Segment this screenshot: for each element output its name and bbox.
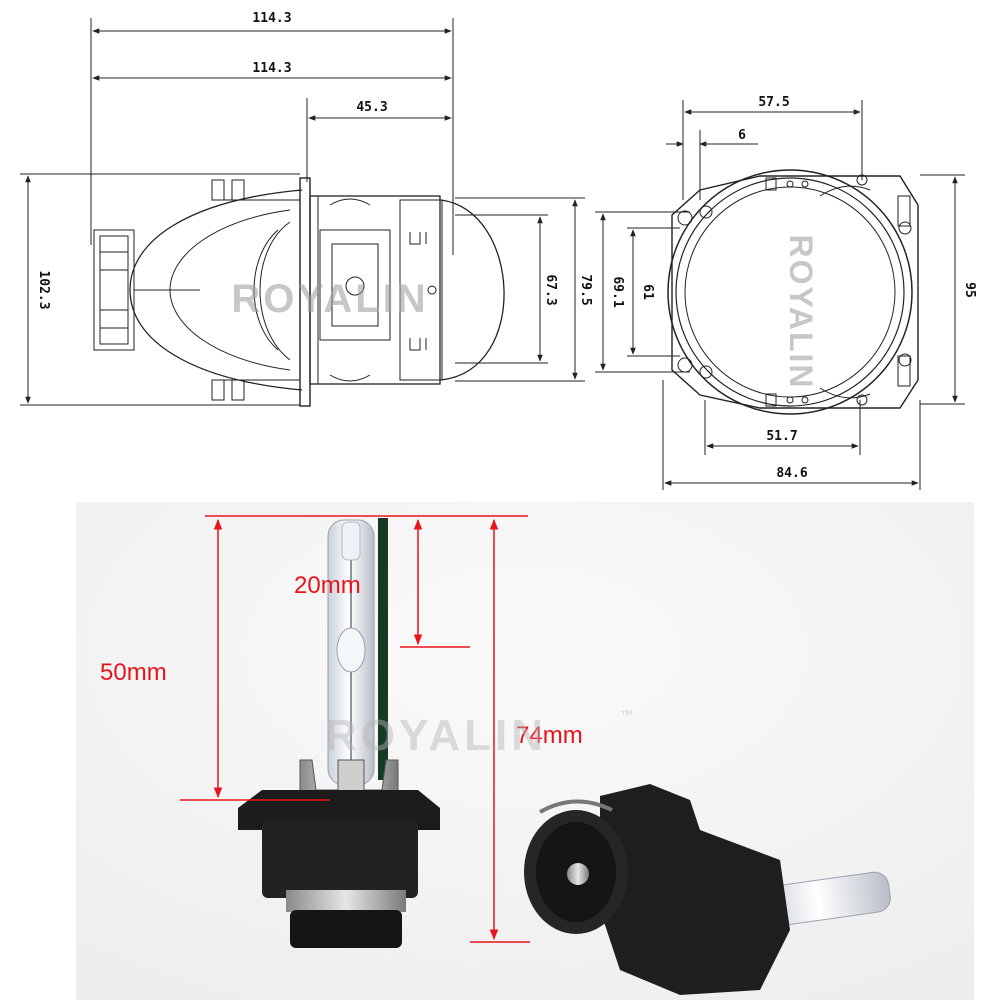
label-slot-offset: 6 bbox=[738, 128, 746, 143]
bulb-upright bbox=[238, 518, 440, 948]
bulb-measurement-guides bbox=[180, 515, 530, 943]
label-bulb-glass: 50mm bbox=[100, 659, 167, 686]
label-bulb-total: 74mm bbox=[516, 722, 583, 749]
label-overall-length-mid: 114.3 bbox=[252, 61, 291, 76]
projector-front-view bbox=[667, 169, 919, 415]
photo-watermark: ROYALIN ™ bbox=[325, 707, 634, 760]
label-bolt-spacing-bottom: 51.7 bbox=[766, 429, 797, 444]
label-front-height: 95 bbox=[962, 282, 977, 298]
drawing-labels: 114.3 114.3 45.3 102.3 67.3 79.5 57.5 6 … bbox=[36, 11, 977, 481]
label-shroud-height: 79.5 bbox=[578, 274, 593, 305]
watermark-front: ROYALIN bbox=[783, 234, 819, 389]
label-lens-diameter: 61 bbox=[640, 284, 655, 300]
label-lens-height: 67.3 bbox=[543, 274, 558, 305]
watermark-photo: ROYALIN bbox=[325, 711, 547, 760]
label-bolt-spacing-top: 57.5 bbox=[758, 95, 789, 110]
projector-side-view bbox=[93, 177, 505, 407]
watermark-side: ROYALIN bbox=[231, 277, 428, 321]
bulb-photo: 20mm 50mm 74mm ROYALIN ™ bbox=[100, 515, 891, 995]
label-ring-outer: 69.1 bbox=[610, 276, 625, 307]
label-overall-length-top: 114.3 bbox=[252, 11, 291, 26]
label-bracket-to-lens: 45.3 bbox=[356, 100, 387, 115]
label-total-height: 102.3 bbox=[36, 270, 51, 309]
bulb-lying bbox=[524, 784, 891, 995]
watermark-trademark: ™ bbox=[620, 707, 634, 723]
label-total-width: 84.6 bbox=[776, 466, 807, 481]
technical-drawing bbox=[20, 18, 965, 490]
label-bulb-tip: 20mm bbox=[294, 572, 361, 599]
drawing-watermarks: ROYALIN ROYALIN bbox=[231, 234, 819, 389]
